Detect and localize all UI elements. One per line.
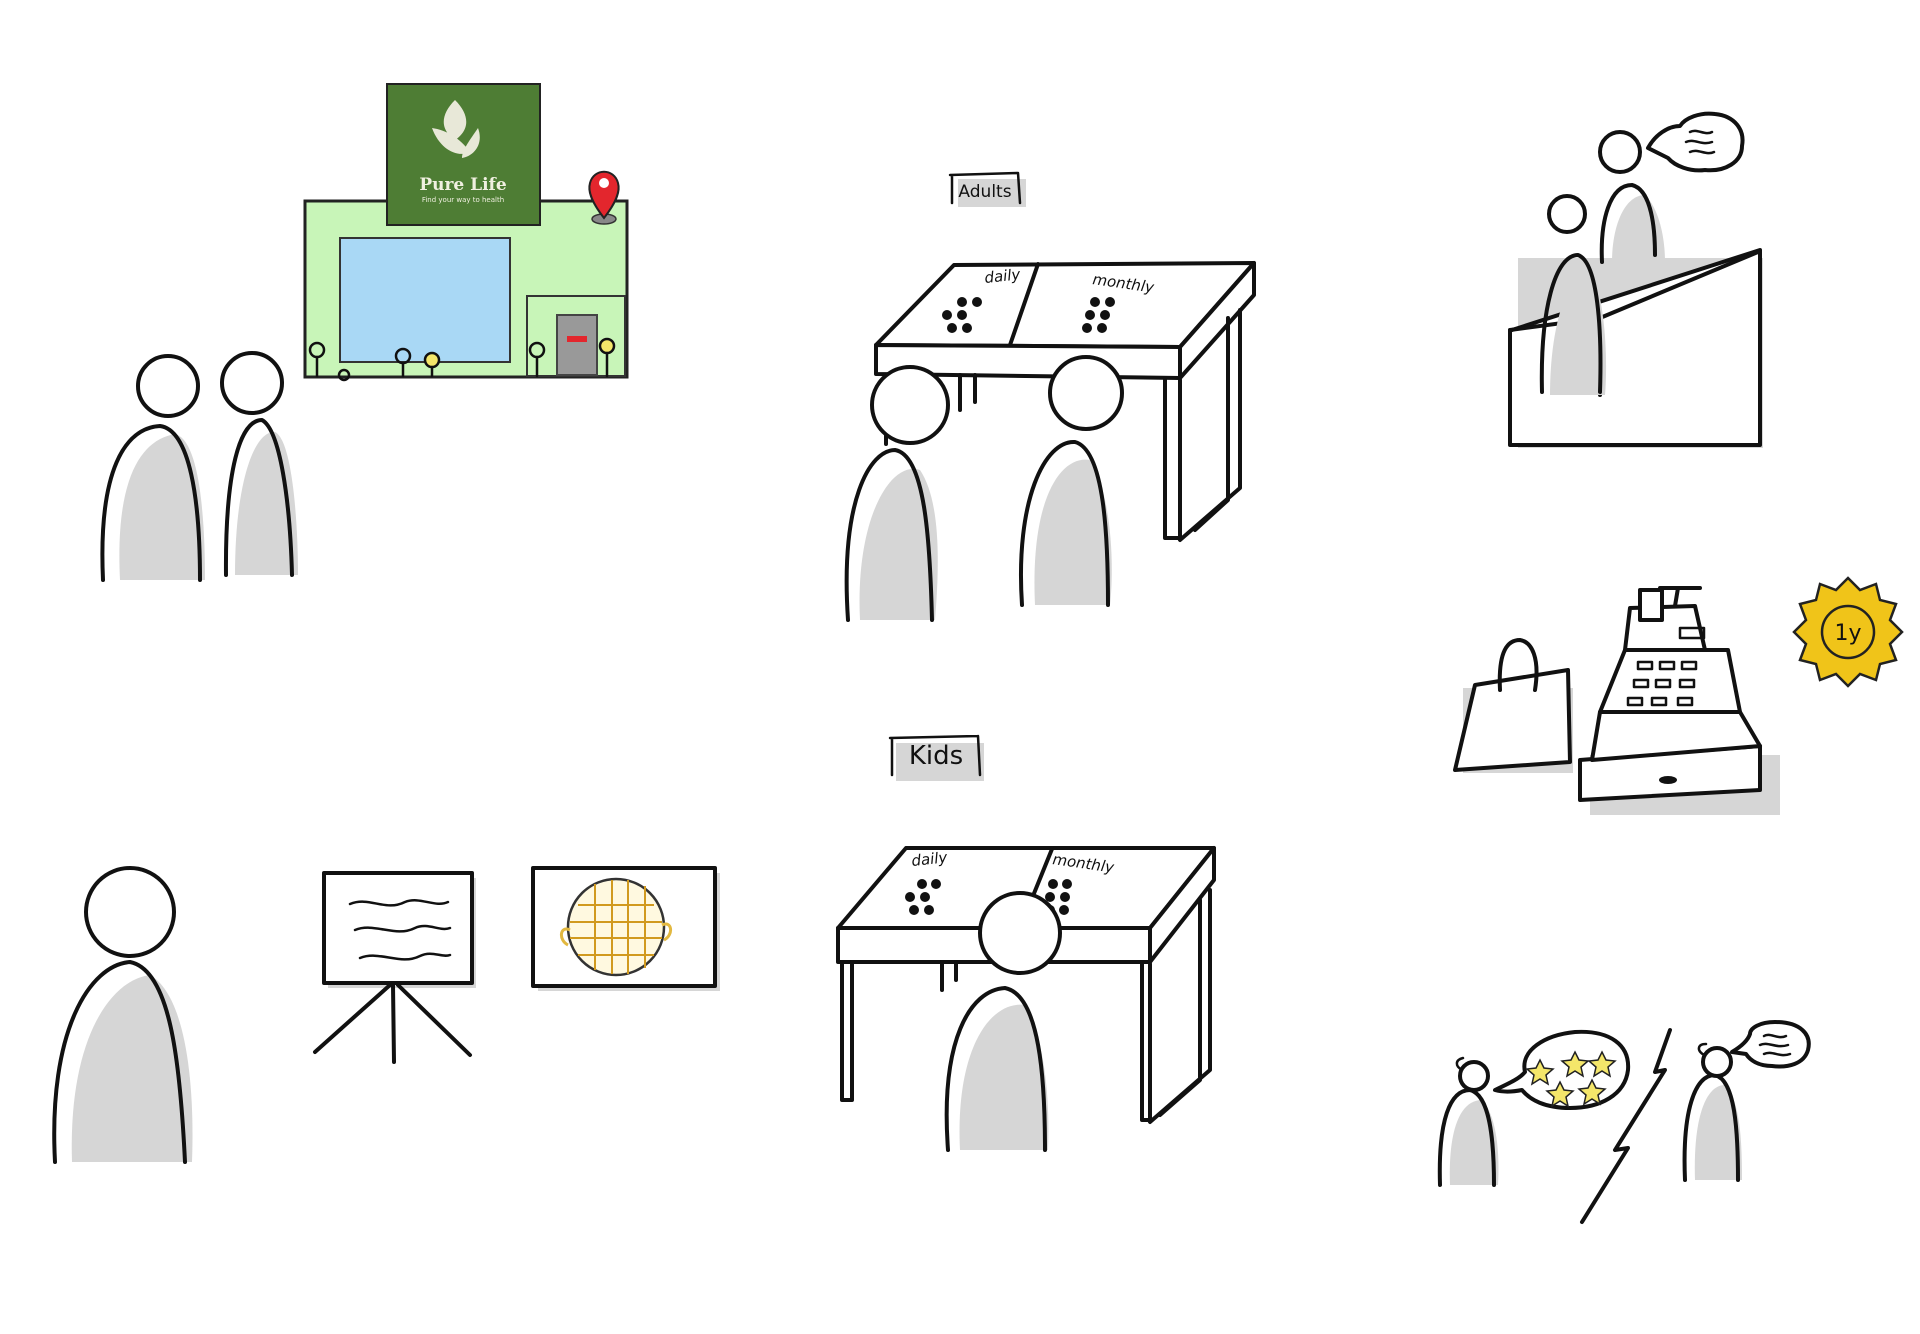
location-pin-icon: [588, 170, 620, 225]
adults-daily-dots: [942, 297, 982, 333]
kids-label-box: Kids: [888, 734, 984, 781]
adults-daily-label: daily: [984, 265, 1023, 287]
globe-icon: [560, 877, 672, 977]
speech-bubble-icon: [1730, 1020, 1811, 1069]
reception-scene: [1508, 111, 1763, 448]
cash-register-icon: [1578, 586, 1780, 815]
star-icon: [1525, 1050, 1617, 1108]
kids-counter: daily monthly: [836, 846, 1216, 1152]
store-brand: Pure Life: [419, 175, 507, 195]
two-people-figures: [100, 351, 298, 582]
one-year-badge: 1y: [1792, 576, 1904, 688]
store-door: [556, 314, 598, 376]
speech-bubble-icon: [1646, 111, 1745, 173]
adults-monthly-dots: [1082, 297, 1115, 333]
kids-daily-label: daily: [911, 848, 950, 870]
flipchart-icon: [313, 871, 476, 1064]
adults-label-box: Adults: [948, 171, 1026, 207]
leaf-logo-icon: [432, 100, 480, 158]
store-window: [339, 237, 511, 363]
register-keys: [1626, 660, 1698, 707]
badge-text: 1y: [1834, 621, 1861, 646]
review-scene: [1437, 1020, 1811, 1224]
presenter-figure: [52, 866, 193, 1164]
store-tagline: Find your way to health: [422, 196, 504, 204]
kids-daily-dots: [905, 879, 941, 915]
adults-label: Adults: [958, 182, 1011, 202]
adults-counter: daily monthly: [844, 261, 1256, 622]
kids-label: Kids: [909, 741, 963, 771]
shopping-bag-icon: [1453, 638, 1573, 773]
lightning-icon: [1580, 1028, 1672, 1224]
store-people: [308, 337, 616, 382]
store-scene: Pure Life Find your way to health: [303, 83, 629, 382]
star-speech-bubble: [1493, 1029, 1631, 1110]
world-map-board: [531, 866, 720, 991]
